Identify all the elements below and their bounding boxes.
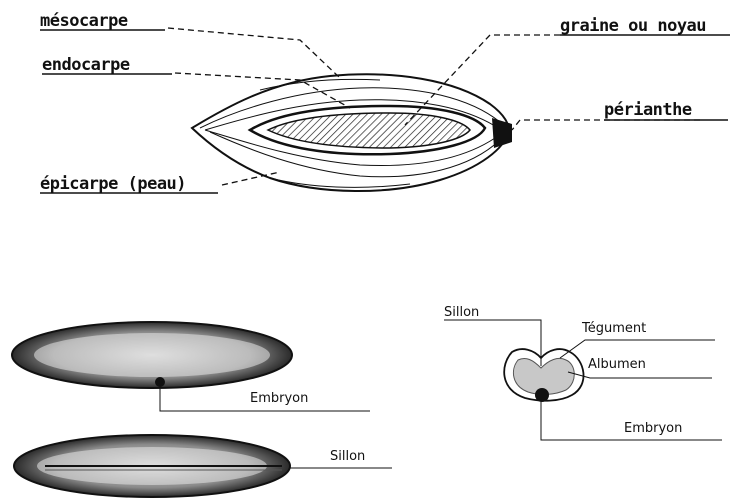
grain-ventral-view — [14, 435, 290, 497]
grain-cross-section — [504, 349, 583, 402]
label-embryon-section: Embryon — [624, 421, 682, 436]
label-albumen: Albumen — [588, 357, 646, 372]
label-sillon-section: Sillon — [444, 305, 479, 320]
label-tegument: Tégument — [581, 321, 646, 336]
section-embryon — [535, 388, 549, 402]
label-graine: graine ou noyau — [560, 16, 706, 36]
label-epicarpe: épicarpe (peau) — [40, 174, 186, 194]
label-perianthe: périanthe — [604, 100, 692, 120]
label-sillon-side: Sillon — [330, 449, 365, 464]
label-embryon-side: Embryon — [250, 391, 308, 406]
fruit-perianth — [492, 118, 512, 148]
fruit-drawing — [192, 74, 512, 191]
grain-dorsal-view — [12, 322, 292, 388]
label-mesocarpe: mésocarpe — [40, 11, 128, 31]
label-endocarpe: endocarpe — [42, 55, 130, 75]
